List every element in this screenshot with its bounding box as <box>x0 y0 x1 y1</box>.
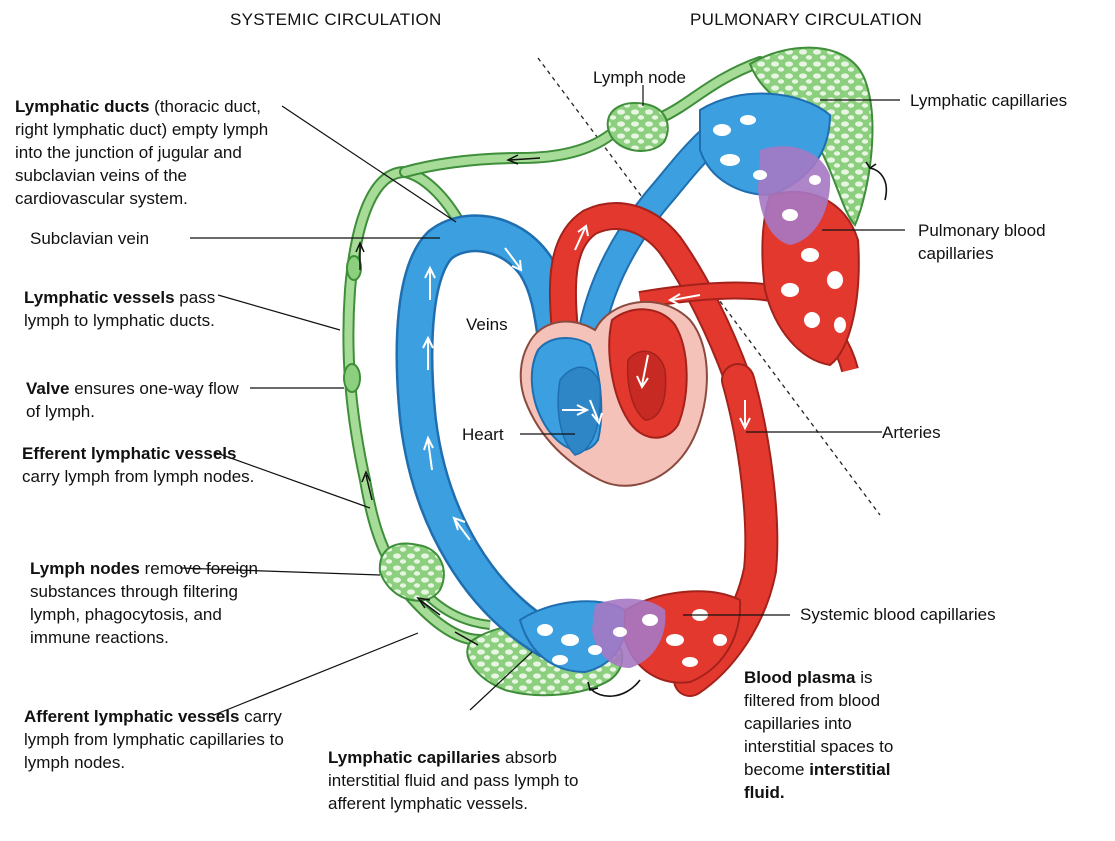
annotation-lymphatic-ducts-term: Lymphatic ducts <box>15 97 149 116</box>
pulmonary-filtration-arrow <box>870 168 886 200</box>
annotation-efferent-text: carry lymph from lymph nodes. <box>22 467 254 486</box>
annotation-lymphatic-capillaries-systemic: Lymphatic capillaries absorb interstitia… <box>328 746 598 815</box>
annotation-valve-term: Valve <box>26 379 70 398</box>
annotation-lymphatic-vessels-term: Lymphatic vessels <box>24 288 175 307</box>
label-lymphatic-capillaries-pulmonary: Lymphatic capillaries <box>910 89 1067 112</box>
annotation-afferent-term: Afferent lymphatic vessels <box>24 707 239 726</box>
label-systemic-blood-capillaries: Systemic blood capillaries <box>800 603 996 626</box>
header-systemic-circulation: SYSTEMIC CIRCULATION <box>230 10 442 30</box>
label-veins: Veins <box>466 313 508 336</box>
label-pulmonary-blood-capillaries: Pulmonary blood capillaries <box>918 219 1098 265</box>
annotation-lymph-nodes-term: Lymph nodes <box>30 559 140 578</box>
annotation-lymph-nodes: Lymph nodes remove foreign substances th… <box>30 557 270 649</box>
annotation-valve: Valve ensures one-way flow of lymph. <box>26 377 246 423</box>
valve-bulge <box>344 364 360 392</box>
heart <box>521 302 707 486</box>
label-lymph-node: Lymph node <box>593 66 686 89</box>
label-heart: Heart <box>462 423 504 446</box>
annotation-blood-plasma: Blood plasma is filtered from blood capi… <box>744 666 924 804</box>
annotation-afferent-lymphatic-vessels: Afferent lymphatic vessels carry lymph f… <box>24 705 304 774</box>
annotation-blood-plasma-term: Blood plasma <box>744 668 855 687</box>
annotation-lymphatic-ducts: Lymphatic ducts (thoracic duct, right ly… <box>15 95 290 210</box>
lymph-node-pulmonary <box>608 103 668 151</box>
lymph-node-systemic <box>380 544 444 601</box>
annotation-lymphatic-capillaries-term: Lymphatic capillaries <box>328 748 500 767</box>
label-arteries: Arteries <box>882 421 941 444</box>
label-subclavian-vein: Subclavian vein <box>30 227 149 250</box>
annotation-efferent-lymphatic-vessels: Efferent lymphatic vessels carry lymph f… <box>22 442 272 488</box>
annotation-efferent-term: Efferent lymphatic vessels <box>22 444 236 463</box>
annotation-lymphatic-vessels: Lymphatic vessels pass lymph to lymphati… <box>24 286 224 332</box>
header-pulmonary-circulation: PULMONARY CIRCULATION <box>690 10 922 30</box>
